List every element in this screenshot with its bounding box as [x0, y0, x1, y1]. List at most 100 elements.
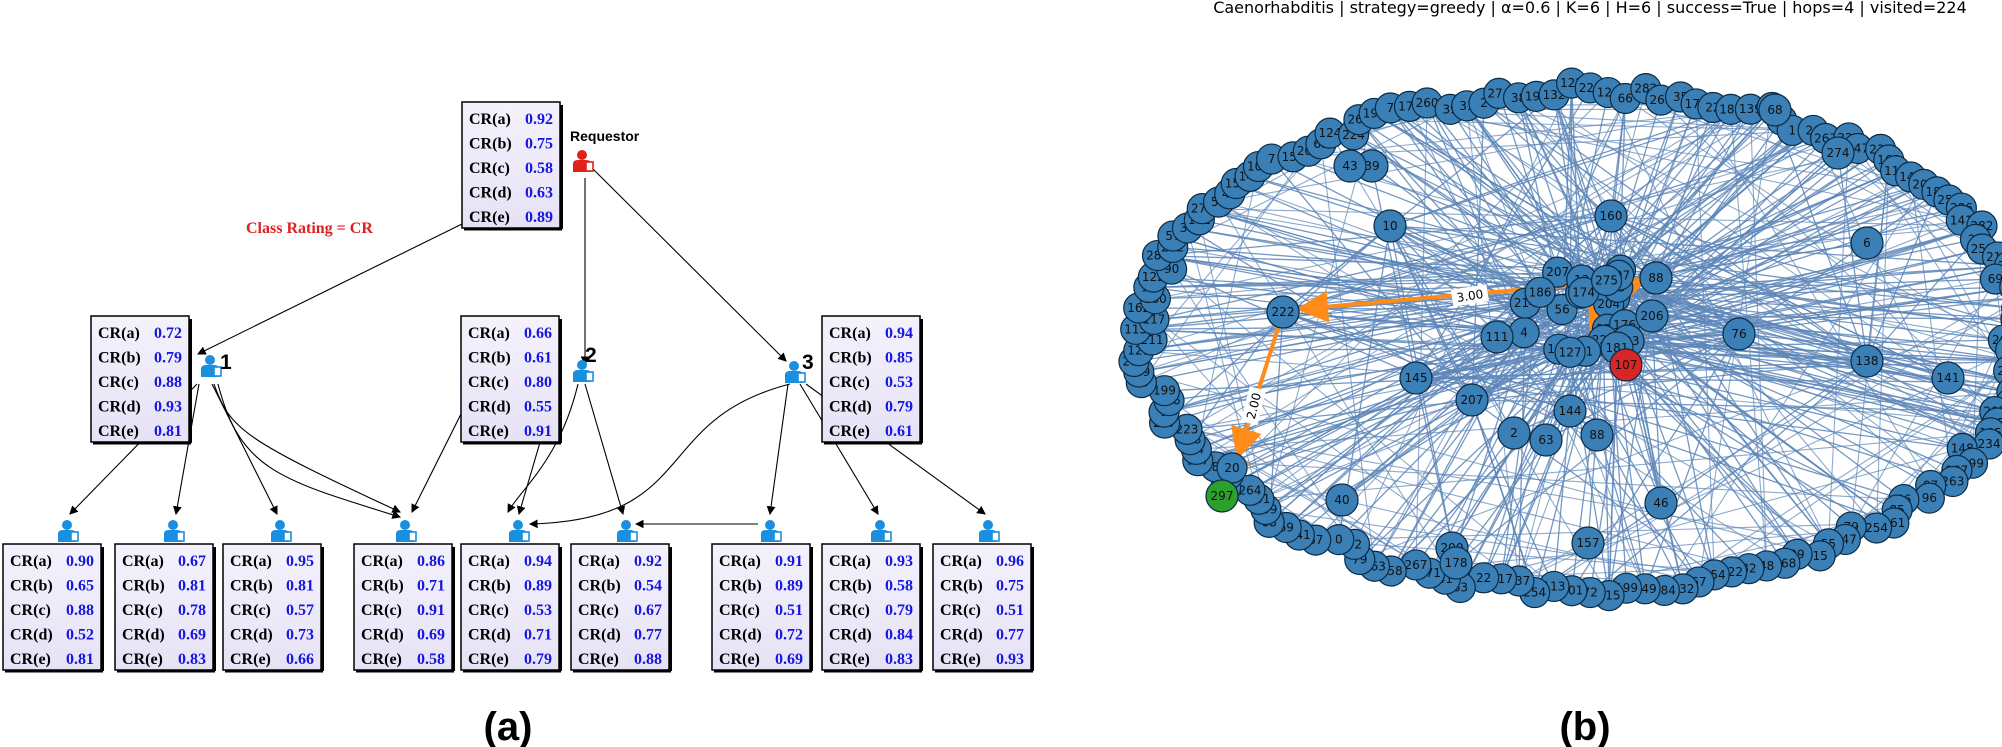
- cr-row-value: 0.78: [178, 602, 206, 619]
- cr-table-requestor: CR(a)0.92CR(b)0.75CR(c)0.58CR(d)0.63CR(e…: [461, 101, 563, 231]
- tree-edge-arrow: [411, 409, 464, 513]
- panel-a-tables: CR(a)0.92CR(b)0.75CR(c)0.58CR(d)0.63CR(e…: [2, 101, 1034, 673]
- network-edge: [1153, 319, 1535, 593]
- interior-node: 206: [1635, 299, 1669, 333]
- node-label: 76: [1731, 327, 1746, 341]
- cr-row-label: CR(c): [829, 374, 870, 391]
- network-edge: [1389, 108, 1751, 227]
- node-label: 297: [1211, 489, 1234, 503]
- cr-row-value: 0.80: [524, 374, 552, 391]
- network-edge: [1616, 288, 2002, 349]
- node-circle: [1644, 486, 1678, 520]
- network-edge: [1140, 150, 1309, 383]
- node-circle: [1497, 416, 1531, 450]
- network-edge: [1292, 156, 2002, 357]
- cr-table-box: [460, 543, 560, 671]
- network-edge: [1627, 340, 1684, 590]
- ring-node: 96: [1913, 482, 1945, 514]
- node-circle: [1553, 394, 1587, 428]
- cr-row-value: 0.66: [524, 325, 552, 342]
- node-circle: [1821, 136, 1855, 170]
- network-edge: [1138, 307, 1563, 311]
- cr-row-label: CR(d): [361, 627, 404, 644]
- node-label: 274: [1827, 146, 1850, 160]
- network-edge: [1483, 102, 1868, 362]
- node-circle: [1850, 344, 1884, 378]
- cr-row-value: 0.93: [154, 399, 182, 416]
- cr-row-value: 0.72: [775, 627, 803, 644]
- cr-row-value: 0.92: [634, 553, 662, 570]
- cr-row-label: CR(c): [122, 602, 163, 619]
- network-edge: [1186, 428, 1829, 545]
- ring-node: 69: [1979, 263, 2002, 295]
- network-edge: [1197, 460, 1904, 501]
- cr-row-label: CR(e): [469, 209, 510, 226]
- cr-row-value: 0.69: [178, 627, 206, 644]
- network-edge: [1282, 94, 1555, 313]
- cr-row-value: 0.94: [885, 325, 913, 342]
- network-edge: [1389, 108, 1731, 227]
- interior-node: 160: [1594, 199, 1628, 233]
- cr-row-value: 0.61: [885, 423, 913, 440]
- node-label: 207: [1461, 393, 1484, 407]
- node-label: 69: [1988, 272, 2002, 286]
- node-circle: [1594, 199, 1628, 233]
- cr-row-label: CR(b): [230, 578, 273, 595]
- node-label: 2: [1510, 426, 1518, 440]
- network-edge: [1198, 219, 1270, 523]
- cr-row-label: CR(e): [578, 651, 619, 668]
- network-edge: [1359, 313, 2002, 560]
- interior-node: 88: [1580, 418, 1614, 452]
- network-edge: [1651, 183, 1925, 317]
- node-label: 43: [1342, 159, 1357, 173]
- node-label: 7: [1268, 152, 1276, 166]
- cr-row-value: 0.75: [525, 136, 553, 153]
- interior-node: 6: [1850, 226, 1884, 260]
- network-edge: [1218, 201, 1829, 545]
- cr-row-label: CR(a): [578, 553, 620, 570]
- cr-row-label: CR(c): [230, 602, 271, 619]
- node-label: 22: [1476, 571, 1491, 585]
- interior-node: 2: [1497, 416, 1531, 450]
- cr-row-value: 0.88: [634, 651, 662, 668]
- network-edge: [1580, 108, 1732, 294]
- network-edge: [1605, 99, 1662, 281]
- cluster-node: 275: [1590, 264, 1623, 297]
- cr-row-label: CR(d): [829, 627, 872, 644]
- cr-row-value: 0.63: [525, 185, 553, 202]
- node-label: 46: [1653, 496, 1668, 510]
- network-edge: [1390, 107, 1657, 279]
- ring-node: 61: [1995, 337, 2002, 364]
- cr-row-label: CR(d): [940, 627, 983, 644]
- node-circle: [1266, 295, 1300, 329]
- path-node-222: 222: [1266, 295, 1300, 329]
- network-edge: [1660, 99, 1996, 412]
- cr-table-leaf1: CR(a)0.90CR(b)0.65CR(c)0.88CR(d)0.52CR(e…: [2, 543, 104, 673]
- interior-node: 274: [1821, 136, 1855, 170]
- cr-row-label: CR(d): [230, 627, 273, 644]
- node-label: 66: [1618, 91, 1633, 105]
- tree-edge-arrow: [766, 383, 789, 516]
- cr-row-value: 0.58: [885, 578, 913, 595]
- cr-row-value: 0.96: [996, 553, 1024, 570]
- cr-table-leaf7: CR(a)0.91CR(b)0.89CR(c)0.51CR(d)0.72CR(e…: [711, 543, 813, 673]
- node-label: 206: [1641, 309, 1664, 323]
- cr-row-label: CR(b): [10, 578, 53, 595]
- peer-user-icon: [270, 519, 292, 543]
- edge-weight-label: 3.00: [1450, 284, 1490, 307]
- cr-table-box: [222, 543, 322, 671]
- cr-row-label: CR(b): [578, 578, 621, 595]
- cr-row-value: 0.84: [885, 627, 913, 644]
- cr-table-leaf5: CR(a)0.94CR(b)0.89CR(c)0.53CR(d)0.71CR(e…: [460, 543, 562, 673]
- cr-row-label: CR(c): [578, 602, 619, 619]
- cr-row-value: 0.75: [996, 578, 1024, 595]
- tree-edge-arrow: [589, 165, 787, 362]
- node-label: 141: [1937, 371, 1960, 385]
- network-edge: [1338, 522, 1894, 541]
- edge-weight-value: 3.00: [1456, 287, 1485, 305]
- network-edge: [1523, 332, 1750, 570]
- network-edge: [1329, 132, 1740, 335]
- peer-user-icon: [200, 354, 222, 378]
- node-circle: [1325, 483, 1359, 517]
- cr-row-label: CR(a): [361, 553, 403, 570]
